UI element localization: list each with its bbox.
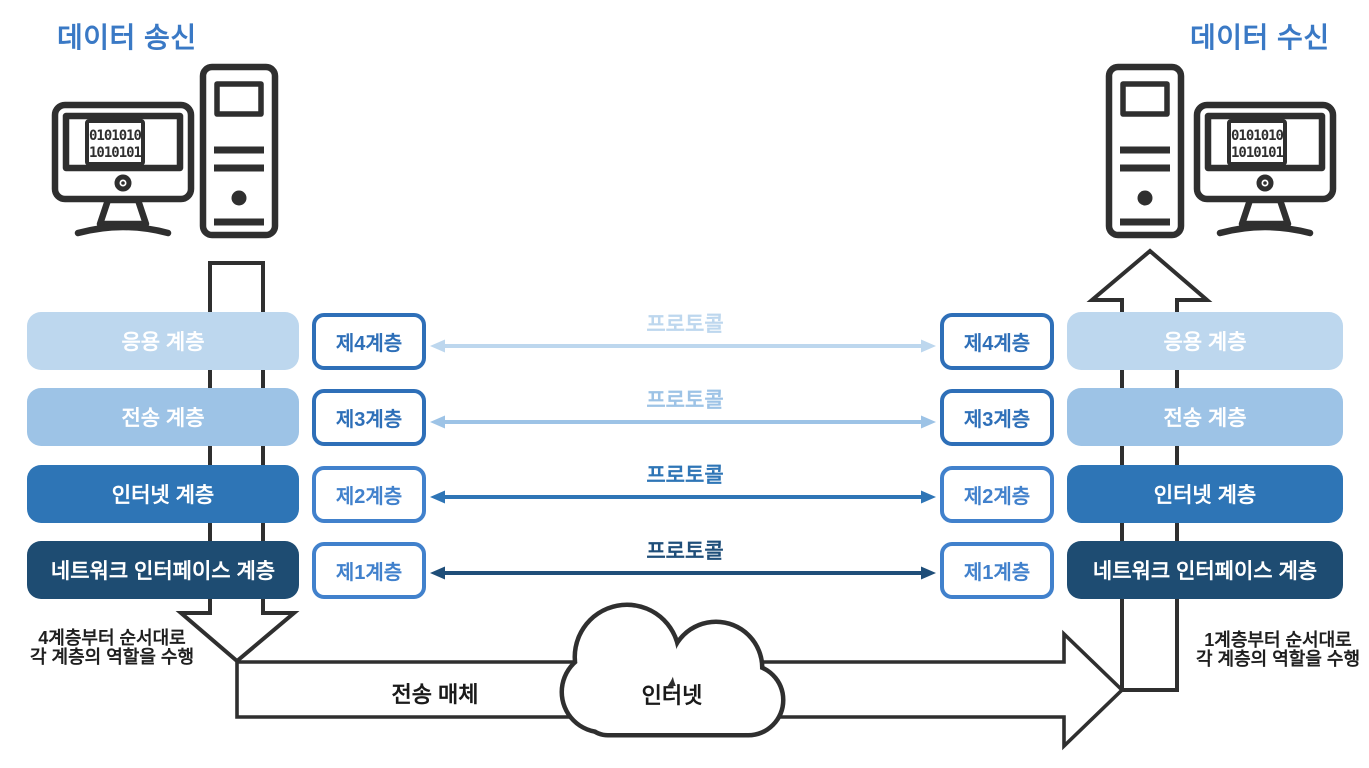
- sender-note: 4계층부터 순서대로 각 계층의 역할을 수행: [12, 629, 212, 667]
- sender-note-line1: 4계층부터 순서대로: [38, 628, 186, 648]
- protocol-label-3: 프로토콜: [646, 389, 724, 412]
- sender-layer-box-application: 응용 계층: [27, 312, 299, 370]
- sender-tier-box-2: 제2계층: [312, 466, 426, 523]
- protocol-arrow-1: [430, 566, 936, 580]
- sender-monitor-icon: [55, 105, 191, 233]
- sender-title: 데이터 송신: [57, 22, 197, 53]
- sender-note-line2: 각 계층의 역할을 수행: [29, 647, 195, 667]
- receiver-tower-icon: [1109, 67, 1181, 235]
- protocol-arrow-2: [430, 490, 936, 504]
- receiver-tier-box-1: 제1계층: [940, 542, 1054, 599]
- sender-layer-box-transport: 전송 계층: [27, 388, 299, 446]
- receiver-layer-box-application: 응용 계층: [1067, 312, 1343, 370]
- sender-tier-box-4: 제4계층: [312, 313, 426, 370]
- sender-tier-box-3: 제3계층: [312, 389, 426, 446]
- receiver-layer-box-internet: 인터넷 계층: [1067, 465, 1343, 523]
- protocol-label-2: 프로토콜: [646, 464, 724, 487]
- protocol-arrow-3: [430, 415, 936, 429]
- internet-cloud-label: 인터넷: [641, 683, 703, 708]
- internet-cloud-icon: [559, 602, 786, 738]
- receiver-note-line1: 1계층부터 순서대로: [1204, 630, 1352, 650]
- transmission-medium-label: 전송 매체: [391, 682, 479, 707]
- sender-layer-box-network-interface: 네트워크 인터페이스 계층: [27, 541, 299, 599]
- protocol-label-1: 프로토콜: [646, 540, 724, 563]
- sender-tower-icon: [203, 67, 275, 235]
- receiver-tier-box-4: 제4계층: [940, 313, 1054, 370]
- protocol-label-4: 프로토콜: [646, 313, 724, 336]
- receiver-tier-box-3: 제3계층: [940, 389, 1054, 446]
- receiver-note: 1계층부터 순서대로 각 계층의 역할을 수행: [1180, 631, 1369, 669]
- receiver-monitor-icon: [1197, 105, 1333, 233]
- receiver-note-line2: 각 계층의 역할을 수행: [1195, 649, 1361, 669]
- receiver-title: 데이터 수신: [1190, 22, 1330, 53]
- receiver-layer-box-transport: 전송 계층: [1067, 388, 1343, 446]
- sender-layer-box-internet: 인터넷 계층: [27, 465, 299, 523]
- protocol-arrow-4: [430, 339, 936, 353]
- sender-tier-box-1: 제1계층: [312, 542, 426, 599]
- receiver-layer-box-network-interface: 네트워크 인터페이스 계층: [1067, 541, 1343, 599]
- receiver-tier-box-2: 제2계층: [940, 466, 1054, 523]
